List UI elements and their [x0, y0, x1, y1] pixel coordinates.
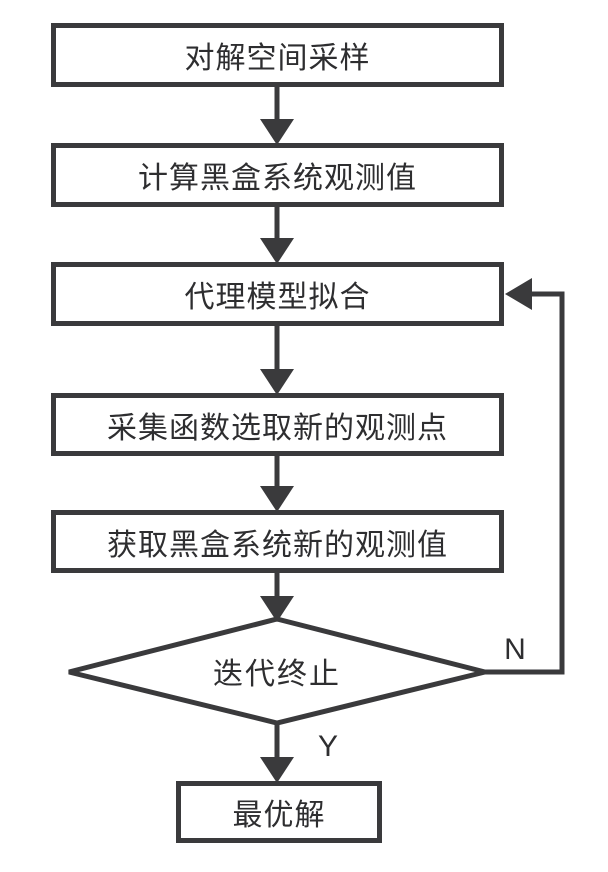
node-new-observation: 获取黑盒系统新的观测值 [51, 510, 504, 573]
arrow-6-head-icon [260, 757, 294, 783]
node-optimal-solution: 最优解 [176, 781, 382, 843]
arrow-3-head-icon [260, 369, 294, 395]
node-surrogate-fit: 代理模型拟合 [51, 262, 504, 326]
loop-arrowhead-icon [505, 278, 532, 310]
arrow-4-head-icon [260, 486, 294, 512]
loop-connector-line [483, 291, 565, 675]
arrow-1-head-icon [260, 119, 294, 145]
branch-label-yes: Y [317, 730, 339, 763]
node-surrogate-fit-label: 代理模型拟合 [184, 281, 371, 314]
node-acquisition-pick: 采集函数选取新的观测点 [51, 393, 504, 456]
node-optimal-solution-label: 最优解 [232, 799, 326, 832]
node-compute-obs-label: 计算黑盒系统观测值 [138, 162, 417, 195]
node-new-observation-label: 获取黑盒系统新的观测值 [107, 528, 448, 562]
node-sample-space: 对解空间采样 [51, 23, 504, 87]
node-iteration-stop-label: 迭代终止 [213, 658, 341, 691]
branch-label-no: N [504, 633, 526, 666]
node-compute-obs: 计算黑盒系统观测值 [51, 143, 504, 207]
node-sample-space-label: 对解空间采样 [184, 42, 371, 75]
arrow-5-head-icon [260, 596, 294, 622]
node-acquisition-pick-label: 采集函数选取新的观测点 [107, 411, 448, 445]
arrow-2-head-icon [260, 238, 294, 264]
